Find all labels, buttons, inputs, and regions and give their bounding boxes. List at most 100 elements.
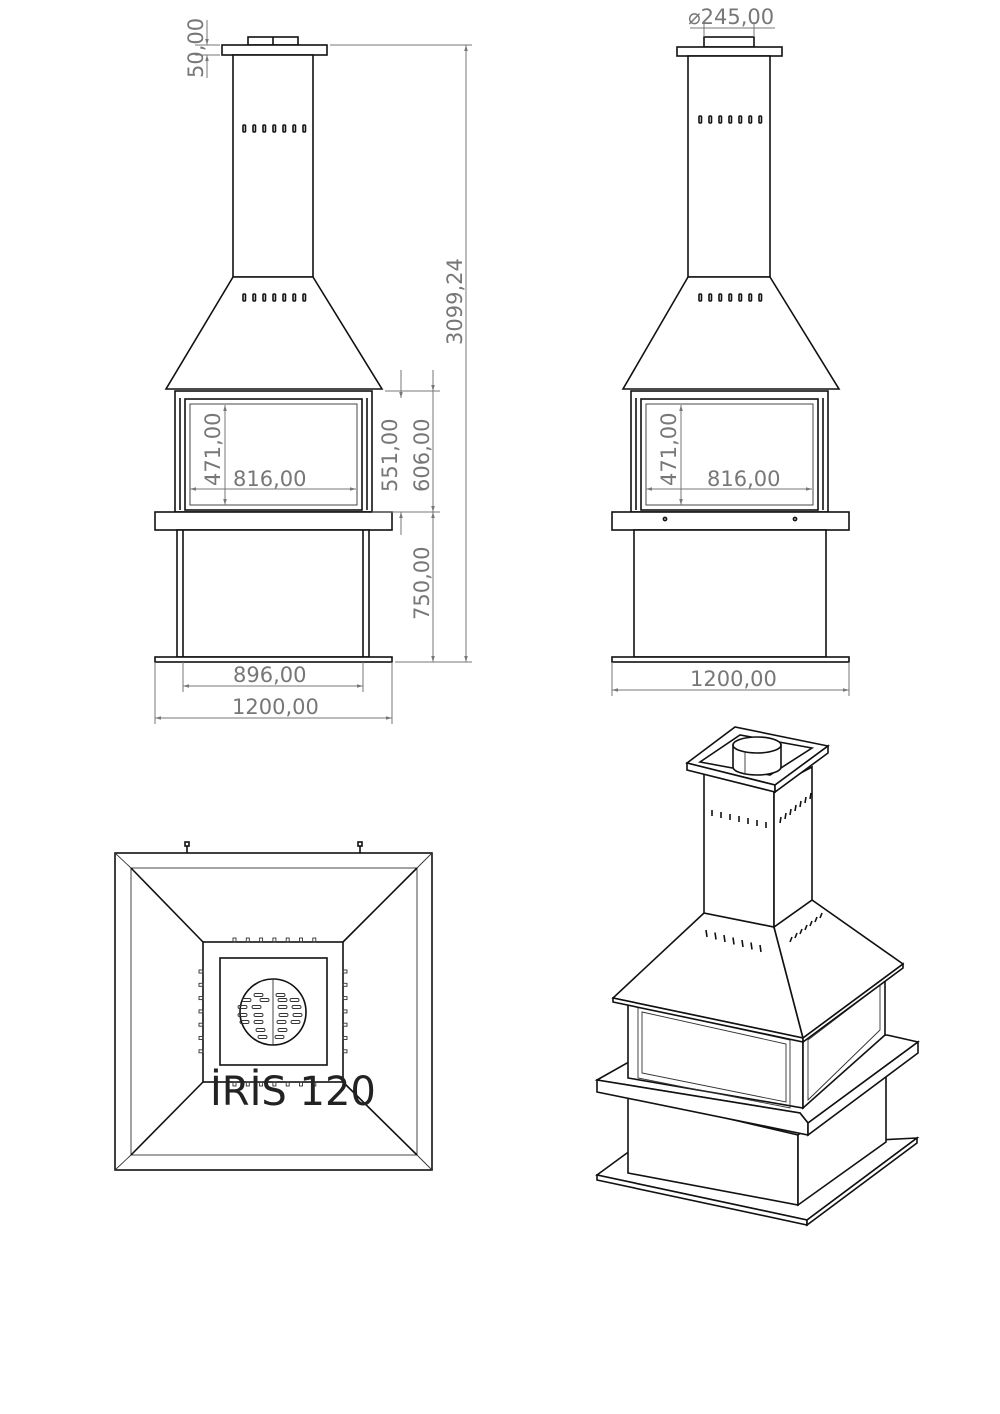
- vent-slot: [718, 293, 723, 302]
- dim-opening-height: 551,00: [378, 419, 402, 492]
- grill-slot: [253, 1013, 264, 1017]
- vent-slot: [272, 293, 277, 302]
- vent-slot: [232, 1081, 237, 1087]
- vent-slot: [708, 293, 713, 302]
- dim-firebox-height: 606,00: [410, 419, 434, 492]
- dim-glass-width: 816,00: [707, 467, 780, 491]
- grill-slot: [253, 1020, 264, 1024]
- vent-slot: [198, 1036, 204, 1040]
- vent-slots: [242, 124, 307, 133]
- grill-slot: [259, 998, 270, 1002]
- grill-slot: [290, 1020, 301, 1024]
- vent-slot: [302, 293, 307, 302]
- vent-slot: [748, 293, 753, 302]
- glass-door-frame: [184, 398, 363, 511]
- vent-slot: [252, 293, 257, 302]
- grill-slot: [289, 998, 300, 1002]
- vent-slot: [342, 969, 348, 974]
- vent-slot: [738, 115, 743, 124]
- chimney-stack: [232, 54, 314, 278]
- vent-slot: [242, 293, 247, 302]
- vent-slot: [732, 937, 735, 945]
- vent-slot: [750, 942, 753, 950]
- grill-slot: [292, 1013, 303, 1017]
- vent-slot: [794, 932, 798, 939]
- vent-slots: [705, 792, 823, 953]
- vent-slot: [198, 969, 204, 974]
- vent-slot: [299, 1081, 303, 1087]
- vent-slot: [299, 937, 303, 943]
- chimney-cap: [221, 44, 328, 56]
- vent-slot: [809, 792, 812, 800]
- vent-slot: [698, 115, 703, 124]
- vent-slot: [342, 982, 348, 987]
- vent-slot: [784, 812, 787, 820]
- grill-slot: [277, 1005, 288, 1009]
- chimney-stack: [687, 55, 771, 278]
- chimney-front: [703, 772, 775, 928]
- hearth-slab: [154, 511, 393, 531]
- hood: [621, 276, 841, 390]
- vent-slots: [698, 293, 763, 302]
- vent-slot: [714, 932, 717, 940]
- vent-slot: [342, 1022, 348, 1027]
- isometric-view: [594, 726, 920, 1227]
- vent-slot: [718, 115, 723, 124]
- dimensions: ⌀245,00 471,00 816,00 1200,00: [611, 5, 850, 696]
- vent-slot: [252, 124, 257, 133]
- grill-slot: [237, 1005, 248, 1009]
- vent-slot: [198, 1022, 204, 1027]
- dim-overall-width: 1200,00: [232, 695, 319, 719]
- vent-slot: [198, 1049, 204, 1054]
- flue-collar: [703, 36, 755, 48]
- grill-slot: [257, 1035, 268, 1039]
- side-view: ⌀245,00 471,00 816,00 1200,00: [611, 5, 850, 696]
- vent-slot: [789, 936, 793, 943]
- vent-slot: [804, 924, 808, 931]
- grill-slot: [237, 1013, 248, 1017]
- grill-slot: [277, 998, 288, 1002]
- chimney-cap: [676, 46, 783, 57]
- grill-slot: [239, 1020, 250, 1024]
- vent-slot: [262, 124, 267, 133]
- vent-slot: [312, 1081, 317, 1087]
- vent-slot: [272, 937, 277, 943]
- vent-slot: [705, 929, 708, 938]
- vent-slot: [789, 808, 792, 816]
- model-title: İRİS 120: [210, 1067, 376, 1115]
- vent-slot: [779, 816, 782, 824]
- vent-slot: [198, 996, 204, 1001]
- vent-slot: [708, 115, 713, 124]
- dim-inner-width: 896,00: [233, 663, 306, 687]
- front-view: 50,00 3099,24 551,00 606,00 750,00 471,0…: [154, 18, 472, 724]
- vent-slot: [262, 293, 267, 302]
- dim-glass-height: 471,00: [201, 413, 225, 486]
- vent-slot: [814, 916, 818, 923]
- dim-overall-width: 1200,00: [690, 667, 777, 691]
- dim-total-height: 3099,24: [443, 258, 467, 345]
- vent-slot: [748, 115, 753, 124]
- dim-flue-diameter: ⌀245,00: [688, 5, 774, 29]
- vent-slot: [809, 920, 813, 927]
- vent-slot: [285, 937, 290, 943]
- vent-slot: [259, 937, 264, 943]
- vent-slot: [799, 800, 802, 808]
- hearth-side: [807, 1040, 919, 1137]
- vent-slot: [198, 982, 204, 987]
- grill-slot: [278, 1013, 289, 1017]
- vent-slot: [292, 124, 297, 133]
- vent-slot: [312, 937, 317, 943]
- vent-slot: [794, 804, 797, 812]
- vent-slot: [342, 1036, 348, 1040]
- vent-slot: [245, 1081, 250, 1087]
- vent-slot: [272, 1081, 277, 1087]
- grill-slot: [291, 1005, 302, 1009]
- vent-slot: [198, 1009, 204, 1014]
- chimney-side: [773, 765, 813, 929]
- vent-slot: [738, 293, 743, 302]
- vent-slot: [282, 124, 287, 133]
- vent-slot: [819, 912, 823, 919]
- base: [633, 529, 827, 658]
- vent-slot: [799, 928, 803, 935]
